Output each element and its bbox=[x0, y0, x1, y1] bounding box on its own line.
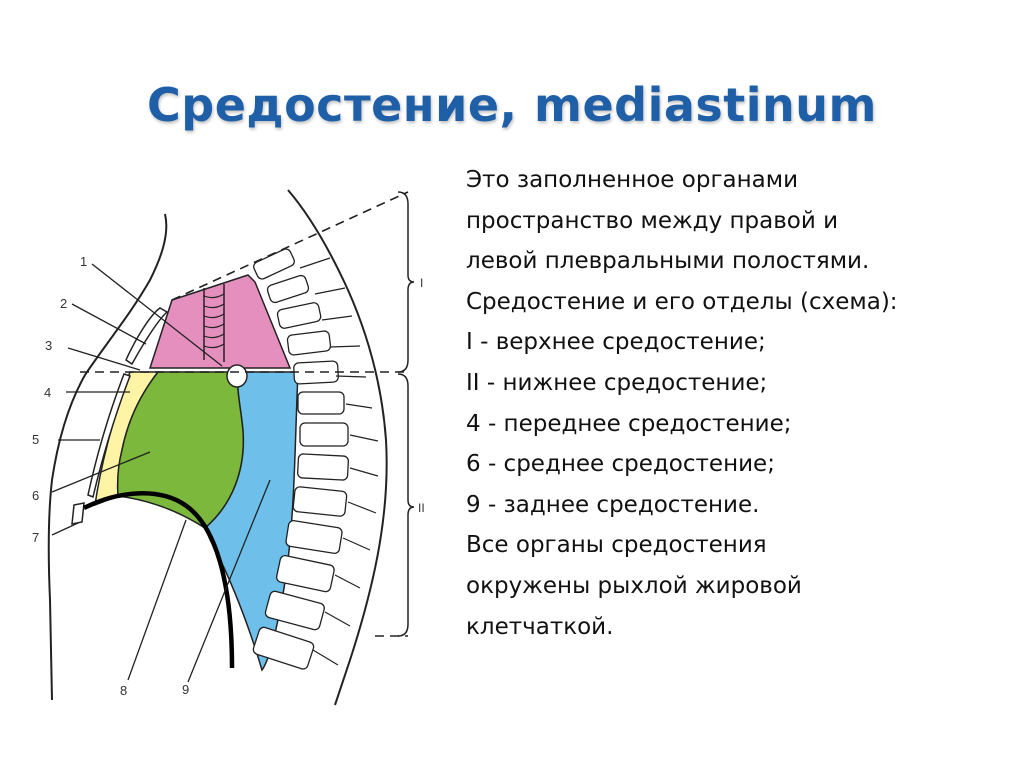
description-line: окружены рыхлой жировой bbox=[466, 572, 802, 599]
label-section-upper: I bbox=[420, 276, 423, 290]
label-5: 5 bbox=[32, 432, 39, 447]
label-9: 9 bbox=[182, 682, 189, 697]
label-4: 4 bbox=[44, 385, 51, 400]
label-2: 2 bbox=[60, 296, 67, 311]
label-7: 7 bbox=[32, 530, 39, 545]
description-text: Это заполненное органами пространство ме… bbox=[466, 160, 1006, 647]
upper-mediastinum bbox=[148, 274, 292, 369]
label-1: 1 bbox=[80, 254, 87, 269]
description-line: клетчаткой. bbox=[466, 613, 614, 640]
label-3: 3 bbox=[45, 338, 52, 353]
section-boundaries bbox=[80, 191, 409, 637]
description-line: II - нижнее средостение; bbox=[466, 369, 768, 396]
description-line: Средостение и его отделы (схема): bbox=[466, 288, 898, 315]
vertebral-column bbox=[252, 248, 379, 670]
description-line: Все органы средостения bbox=[466, 532, 767, 559]
description-line: пространство между правой и bbox=[466, 207, 839, 234]
description-line: левой плевральными полостями. bbox=[466, 248, 870, 275]
trachea bbox=[203, 284, 225, 362]
description-line: 6 - среднее средостение; bbox=[466, 451, 775, 478]
description-line: 4 - переднее средостение; bbox=[466, 410, 792, 437]
chest-wall-outer bbox=[47, 213, 168, 701]
slide-title: Средостение, mediastinum bbox=[147, 78, 877, 132]
description-line: 9 - заднее средостение. bbox=[466, 491, 760, 518]
diaphragm bbox=[82, 491, 235, 669]
section-brackets bbox=[397, 191, 415, 637]
sternum-body bbox=[87, 373, 131, 499]
back-contour bbox=[287, 189, 388, 706]
label-6: 6 bbox=[32, 488, 39, 503]
aortic-arch bbox=[226, 364, 248, 388]
description-line: Это заполненное органами bbox=[466, 167, 799, 193]
xiphoid bbox=[71, 502, 85, 525]
leader-lines bbox=[51, 263, 271, 683]
label-8: 8 bbox=[120, 683, 127, 698]
label-section-lower: II bbox=[418, 501, 425, 515]
manubrium bbox=[125, 307, 169, 366]
description-line: I - верхнее средостение; bbox=[466, 329, 766, 356]
